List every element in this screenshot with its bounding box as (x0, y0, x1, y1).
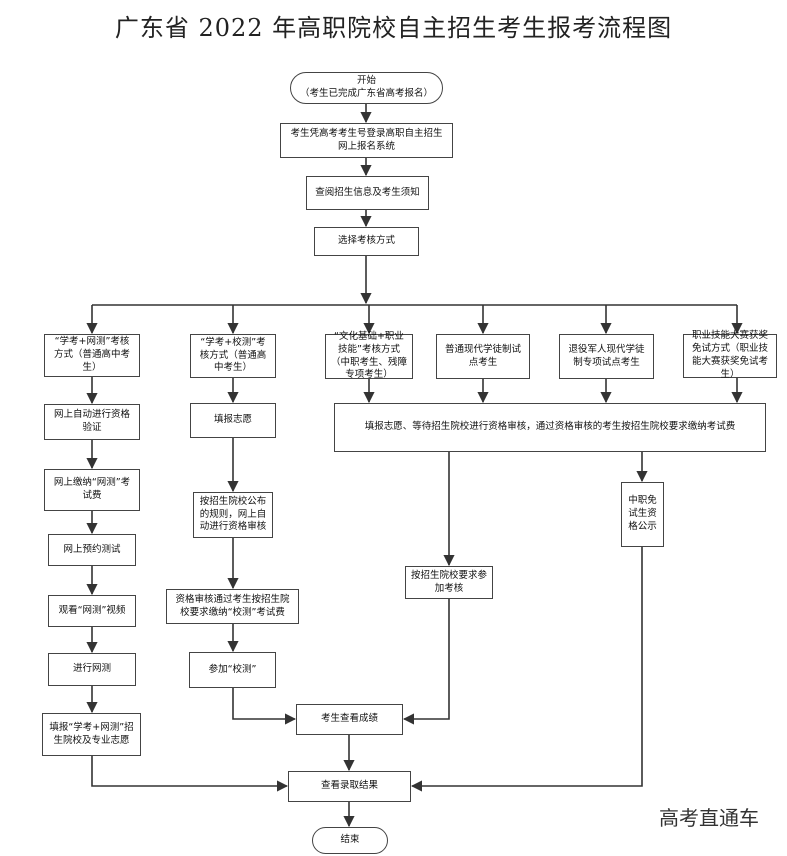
auto-review-node: 按招生院校公布的规则，网上自动进行资格审核 (193, 492, 273, 538)
start-node: 开始 （考生已完成广东省高考报名） (290, 72, 443, 104)
mode-veteran-apprentice-node: 退役军人现代学徒制专项试点考生 (559, 334, 654, 379)
edge-publicize-result (410, 547, 643, 792)
view-score-node: 考生查看成绩 (296, 704, 403, 735)
take-wangce-node: 进行网测 (48, 653, 136, 686)
watch-video-node: 观看“网测”视频 (48, 595, 136, 627)
page-title: 广东省 2022 年高职院校自主招生考生报考流程图 (114, 14, 673, 42)
book-test-node: 网上预约测试 (48, 534, 136, 566)
merge-review-node: 填报志愿、等待招生院校进行资格审核，通过资格审核的考生按招生院校要求缴纳考试费 (334, 403, 766, 452)
take-xiaoce-node: 参加“校测” (189, 652, 276, 688)
view-result-node: 查看录取结果 (288, 771, 411, 802)
login-node: 考生凭高考考生号登录高职自主招生网上报名系统 (280, 123, 453, 158)
edge-b4-score (232, 688, 297, 725)
mode-skills-contest-node: 职业技能大赛获奖免试方式（职业技能大赛获奖免试考生） (683, 330, 777, 380)
edge-a6-result (91, 756, 289, 792)
pay-wangce-fee-node: 网上缴纳“网测”考试费 (44, 469, 140, 511)
choose-node: 选择考核方式 (314, 227, 419, 256)
query-node: 查阅招生信息及考生须知 (306, 176, 429, 210)
exemption-publicize-node: 中职免试生资格公示 (621, 482, 664, 547)
mode-xuekao-xiaoce-node: “学考+校测”考核方式（普通高中考生） (190, 334, 276, 378)
fill-choices-node: 填报志愿 (190, 403, 276, 438)
auto-verify-node: 网上自动进行资格验证 (44, 404, 140, 440)
watermark: 高考直通车 (659, 806, 759, 830)
mode-xuekao-wangce-node: “学考+网测”考核方式（普通高中考生） (44, 334, 140, 377)
mode-apprentice-node: 普通现代学徒制试点考生 (436, 334, 530, 379)
fill-wangce-choices-node: 填报“学考+网测”招生院校及专业志愿 (42, 713, 141, 756)
pay-xiaoce-fee-node: 资格审核通过考生按招生院校要求缴纳“校测”考试费 (166, 589, 299, 624)
end-node: 结束 (312, 827, 388, 854)
edge-exam-score (402, 599, 450, 725)
mode-wenhua-jineng-node: “文化基础+职业技能”考核方式（中职考生、残障专项考生） (325, 331, 413, 380)
school-exam-node: 按招生院校要求参加考核 (405, 566, 493, 599)
